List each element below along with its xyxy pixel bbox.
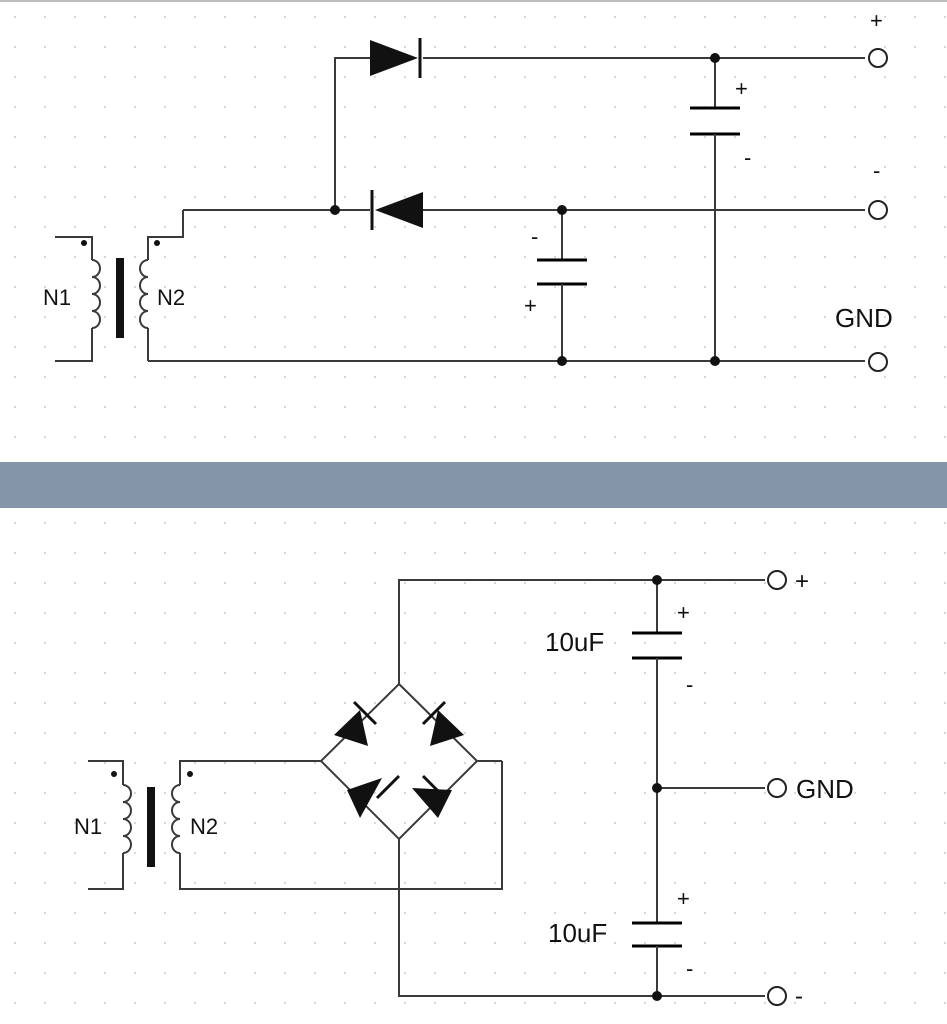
cap-upper-plus: + [735,76,748,101]
cap-upper-plus: + [677,600,690,625]
terminal-positive-label: + [870,8,883,33]
capacitor-lower[interactable] [537,210,587,361]
bridge-rectifier[interactable] [319,682,502,841]
polarity-dot [187,771,193,777]
transformer-core [116,258,124,338]
junction-dot [710,53,720,63]
terminal-negative[interactable] [868,200,888,220]
label-n2: N2 [190,814,218,839]
terminal-negative[interactable] [767,986,787,1006]
bottom-schematic-panel [0,508,947,1024]
cap-upper-minus: - [744,145,751,170]
polarity-dot [111,771,117,777]
terminal-positive-label: + [795,568,809,595]
capacitor-upper[interactable] [632,580,682,923]
cap-upper-value: 10uF [545,627,604,657]
terminal-negative-label: - [873,158,880,183]
capacitor-upper[interactable] [690,58,740,361]
diode-upper[interactable] [370,38,422,78]
polarity-dot [81,240,87,246]
junction-dot [330,205,340,215]
wire-negative-rail [398,839,765,997]
terminal-gnd[interactable] [868,352,888,372]
cap-lower-minus: - [531,224,538,249]
junction-dot [652,991,662,1001]
capacitor-lower[interactable] [632,921,682,996]
terminal-gnd-label: GND [835,303,893,333]
wire-positive-rail [398,579,765,684]
diode-lower[interactable] [370,190,423,230]
terminal-positive[interactable] [767,570,787,590]
label-n1: N1 [74,814,102,839]
junction-dot [652,575,662,585]
bottom-circuit: N1 N2 [74,568,854,1010]
terminal-negative-label: - [795,983,803,1010]
cap-upper-minus: - [686,672,693,697]
label-n1: N1 [43,285,71,310]
top-transformer[interactable] [55,210,184,362]
bottom-transformer[interactable] [88,760,503,890]
cap-lower-plus: + [677,886,690,911]
junction-dot [652,783,662,793]
top-circuit: N1 N2 [43,8,893,372]
junction-dot [557,356,567,366]
junction-dot [557,205,567,215]
transformer-core [147,787,155,867]
terminal-gnd-label: GND [796,774,854,804]
top-schematic-panel [0,0,947,462]
polarity-dot [154,240,160,246]
panel-divider[interactable] [0,462,947,508]
junction-dot [710,356,720,366]
label-n2: N2 [157,285,185,310]
cap-lower-plus: + [524,293,537,318]
wire [334,57,370,210]
terminal-positive[interactable] [868,48,888,68]
terminal-gnd[interactable] [767,778,787,798]
cap-lower-minus: - [686,956,693,981]
cap-lower-value: 10uF [548,918,607,948]
